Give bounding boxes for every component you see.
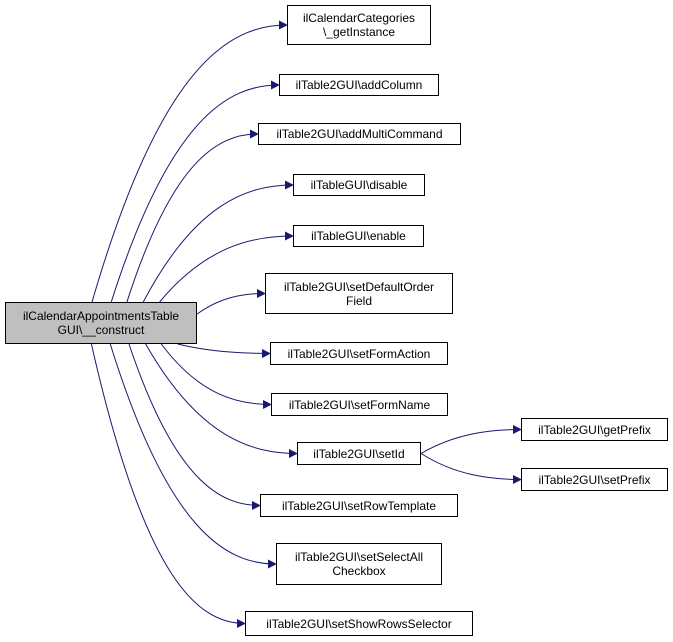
edge-root-to-disable	[142, 180, 294, 303]
edge-root-to-enable	[159, 231, 294, 303]
node-set-default-order-field[interactable]: ilTable2GUI\setDefaultOrder Field	[265, 273, 453, 314]
node-set-row-template[interactable]: ilTable2GUI\setRowTemplate	[260, 494, 458, 517]
node-root: ilCalendarAppointmentsTable GUI\__constr…	[5, 302, 197, 344]
edge-set-id-to-get-prefix	[420, 425, 522, 454]
node-set-form-action[interactable]: ilTable2GUI\setFormAction	[270, 342, 448, 365]
edge-root-to-set-default-order-field	[196, 289, 266, 315]
node-set-select-all-checkbox[interactable]: ilTable2GUI\setSelectAll Checkbox	[276, 543, 442, 585]
edge-root-to-set-form-name	[160, 343, 272, 409]
edge-root-to-set-select-all-checkbox	[109, 343, 277, 569]
node-add-column[interactable]: ilTable2GUI\addColumn	[279, 74, 439, 96]
edge-set-id-to-set-prefix	[420, 453, 522, 484]
edge-root-to-add-column	[110, 80, 280, 303]
node-set-show-rows-selector[interactable]: ilTable2GUI\setShowRowsSelector	[245, 611, 473, 636]
node-enable[interactable]: ilTableGUI\enable	[293, 225, 424, 247]
edge-root-to-set-form-action	[177, 343, 271, 358]
node-set-prefix[interactable]: ilTable2GUI\setPrefix	[521, 468, 668, 491]
node-set-id[interactable]: ilTable2GUI\setId	[297, 442, 421, 465]
edge-root-to-add-multi-command	[126, 129, 259, 303]
node-get-prefix[interactable]: ilTable2GUI\getPrefix	[521, 418, 668, 441]
edge-root-to-get-instance	[91, 20, 288, 303]
edge-root-to-set-show-rows-selector	[90, 343, 246, 628]
edge-root-to-set-row-template	[128, 343, 261, 510]
node-set-form-name[interactable]: ilTable2GUI\setFormName	[271, 393, 448, 416]
edge-root-to-set-id	[145, 343, 298, 458]
node-disable[interactable]: ilTableGUI\disable	[293, 174, 425, 196]
node-get-instance[interactable]: ilCalendarCategories \_getInstance	[287, 5, 431, 45]
node-add-multi-command[interactable]: ilTable2GUI\addMultiCommand	[258, 123, 461, 145]
